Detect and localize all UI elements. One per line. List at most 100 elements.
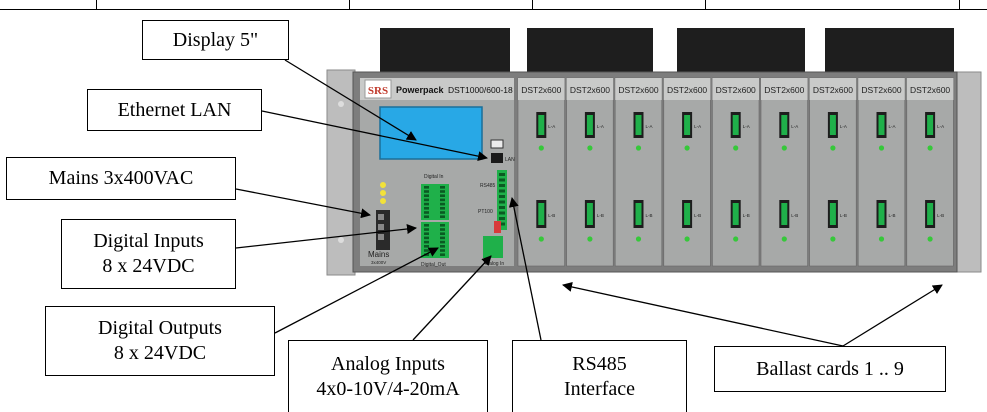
screw-icon <box>338 101 344 107</box>
callout-line: 8 x 24VDC <box>113 342 207 364</box>
arrow-rs485 <box>508 197 542 341</box>
terminal-pin <box>424 224 429 227</box>
led-indicator <box>380 182 386 188</box>
digital-out-label: Digital_Out <box>421 262 446 268</box>
table-divider <box>349 0 350 10</box>
led-indicator <box>878 145 885 151</box>
card-connector-top-inner <box>538 115 545 135</box>
terminal-pin <box>424 202 429 206</box>
terminal-pin <box>440 190 445 193</box>
terminal-pin <box>424 190 429 193</box>
terminal-pin <box>499 217 505 220</box>
product-name: Powerpack <box>396 85 445 95</box>
callout-digital-outputs: Digital Outputs 8 x 24VDC <box>45 306 275 376</box>
card-port-label: L-A <box>840 124 847 129</box>
led-indicator <box>684 145 690 151</box>
terminal-pin <box>424 236 429 240</box>
fan-unit <box>677 28 805 72</box>
card-panel <box>809 77 857 267</box>
card-header <box>906 78 954 100</box>
terminal-pin <box>440 253 445 256</box>
terminal-pin <box>440 198 445 202</box>
callout-display: Display 5" <box>142 20 289 60</box>
lan-label: LAN <box>505 157 515 163</box>
rs485-connector <box>497 170 507 230</box>
pt100-label: PT100 <box>478 209 493 215</box>
card-model-label: DST2x600 <box>861 85 901 95</box>
callout-mains: Mains 3x400VAC <box>6 157 236 200</box>
terminal-pin <box>440 207 445 210</box>
card-port-label: L-B <box>597 213 604 218</box>
card-panel <box>663 77 711 267</box>
digital-in-connector <box>421 184 449 220</box>
callout-line: Ethernet LAN <box>117 98 232 121</box>
card-connector-bottom-inner <box>829 203 836 225</box>
card-port-label: L-A <box>743 124 750 129</box>
callout-digital-inputs: Digital Inputs 8 x 24VDC <box>61 219 236 289</box>
callout-line: 4x0-10V/4-20mA <box>316 377 460 400</box>
analog-in-connector <box>483 236 503 258</box>
card-model-label: DST2x600 <box>570 85 610 95</box>
card-panel <box>760 77 808 267</box>
callout-ballast: Ballast cards 1 .. 9 <box>714 346 946 392</box>
callout-rs485: RS485 Interface <box>512 340 687 412</box>
led-indicator <box>380 198 386 204</box>
card-panel <box>517 77 565 267</box>
card-header <box>615 78 662 100</box>
led-indicator <box>538 145 544 151</box>
terminal-pin <box>424 240 429 244</box>
card-header <box>566 78 614 100</box>
card-connector-bottom-inner <box>781 203 788 225</box>
terminal-pin <box>440 211 445 214</box>
table-divider <box>959 0 960 10</box>
led-indicator <box>538 236 544 242</box>
led-indicator <box>635 145 642 151</box>
led-indicator <box>781 145 787 151</box>
logo-icon <box>364 79 392 99</box>
terminal-pin <box>499 189 505 193</box>
terminal-pin <box>499 200 505 204</box>
callout-analog-inputs: Analog Inputs 4x0-10V/4-20mA <box>288 340 488 412</box>
cooling-fans <box>380 28 954 72</box>
card-port-label: L-A <box>937 124 944 129</box>
card-port-label: L-A <box>791 124 798 129</box>
card-header <box>518 78 565 100</box>
mains-label: Mains <box>368 250 389 259</box>
analog-in-label: Analog In <box>483 261 504 267</box>
arrow-digital-outputs <box>274 247 439 334</box>
terminal-pin <box>424 186 429 189</box>
terminal-pin <box>424 245 429 248</box>
card-port-label: L-B <box>791 213 798 218</box>
usb-port-icon <box>490 139 504 149</box>
card-header <box>858 78 905 100</box>
card-port-label: L-B <box>937 213 944 218</box>
terminal-pin <box>440 236 445 240</box>
card-connector-top-inner <box>878 115 885 135</box>
table-border-line <box>0 9 987 10</box>
mounting-ear-right <box>954 71 982 273</box>
led-indicator <box>927 236 933 242</box>
card-connector-top-inner <box>927 115 934 135</box>
card-panel <box>857 77 906 267</box>
terminal-pin <box>499 178 505 182</box>
arrow-analog-inputs <box>412 255 492 341</box>
terminal-pin <box>424 228 429 231</box>
arrow-ethernet <box>261 110 488 162</box>
card-port-label: L-B <box>889 213 896 218</box>
card-header <box>712 78 759 100</box>
card-connector-top-inner <box>635 115 642 135</box>
card-connector-bottom-inner <box>878 203 885 225</box>
card-connector-bottom-inner <box>732 203 739 225</box>
callout-line: Mains 3x400VAC <box>48 167 194 189</box>
card-model-label: DST2x600 <box>716 85 756 95</box>
card-connector-top-inner <box>732 115 739 135</box>
callout-line: Display 5" <box>172 28 259 51</box>
digital-out-connector <box>421 222 449 258</box>
card-panel <box>906 77 954 267</box>
led-indicator <box>635 236 642 242</box>
arrow-ballast-right <box>842 284 943 347</box>
